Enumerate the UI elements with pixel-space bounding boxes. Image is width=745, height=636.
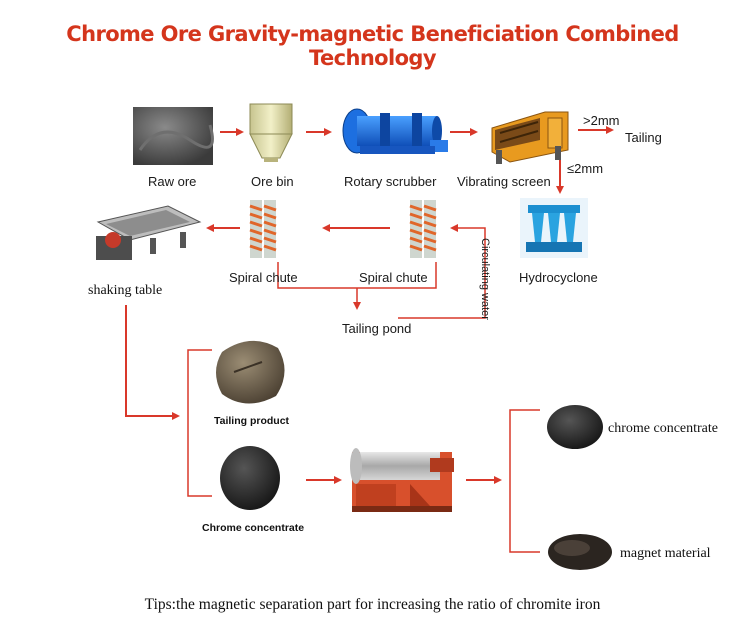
raw-ore-label: Raw ore: [148, 174, 197, 189]
le-2mm-label: ≤2mm: [567, 161, 604, 176]
ore-bin-image: [249, 103, 293, 162]
tailing-product-image: [216, 340, 285, 404]
chrome-concentrate-out-image: [547, 405, 603, 449]
magnet-material-image: [548, 534, 612, 570]
tips-note: Tips:the magnetic separation part for in…: [144, 596, 601, 613]
hydrocyclone-label: Hydrocyclone: [519, 270, 598, 285]
tailing-pond-label: Tailing pond: [342, 321, 412, 336]
tailing-product-label: Tailing product: [214, 415, 290, 427]
spiral-chute-right-image: [409, 200, 437, 258]
spiral-chute-right-label: Spiral chute: [359, 270, 428, 285]
spiral-chute-left-label: Spiral chute: [229, 270, 298, 285]
rotary-scrubber-image: [342, 108, 448, 154]
chrome-concentrate-small-label: Chrome concentrate: [202, 522, 305, 534]
chrome-concentrate-small-image: [220, 446, 280, 510]
hydrocyclone-image: [520, 198, 588, 258]
magnet-material-label: magnet material: [620, 546, 711, 561]
vibrating-screen-label: Vibrating screen: [457, 174, 551, 189]
gt-2mm-label: >2mm: [583, 113, 620, 128]
spiral-chute-left-image: [249, 200, 277, 258]
raw-ore-image: [133, 107, 214, 165]
magnetic-separator-image: [350, 448, 454, 512]
rotary-scrubber-label: Rotary scrubber: [344, 174, 437, 189]
chrome-concentrate-out-label: chrome concentrate: [608, 421, 718, 436]
ore-bin-label: Ore bin: [251, 174, 294, 189]
circulating-water-label: Circulating water: [479, 238, 491, 320]
diagram-title: Chrome Ore Gravity-magnetic Beneficiatio…: [66, 22, 679, 70]
shaking-table-label: shaking table: [88, 283, 163, 298]
shaking-table-image: [96, 205, 202, 260]
tailing-label: Tailing: [625, 130, 662, 145]
vibrating-screen-image: [491, 111, 569, 164]
